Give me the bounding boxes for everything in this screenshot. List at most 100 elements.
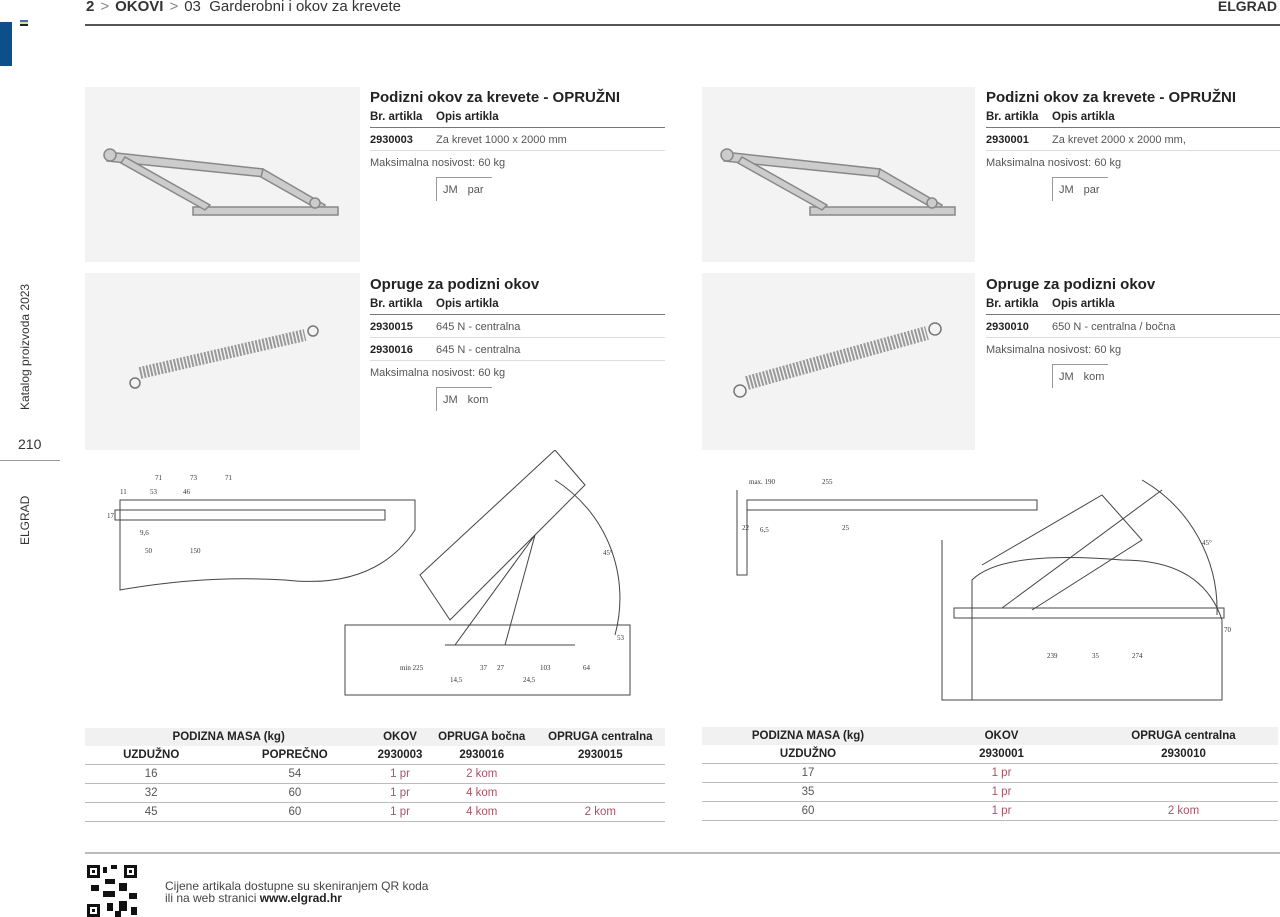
- dimension-label: 70: [1224, 626, 1232, 634]
- page-divider: [0, 460, 60, 461]
- dimension-label: 17: [107, 512, 115, 520]
- column-header: PODIZNA MASA (kg): [702, 727, 914, 745]
- dimension-label: 64: [583, 664, 591, 672]
- table-cell: 4 kom: [427, 783, 536, 803]
- footer-note: Cijene artikala dostupne su skeniranjem …: [165, 880, 428, 904]
- dimension-label: 71: [225, 474, 233, 482]
- unit-value: par: [467, 184, 484, 196]
- article-code: 2930010: [986, 321, 1029, 333]
- table-cell: [535, 764, 665, 784]
- dimension-label: 24,5: [523, 676, 536, 684]
- column-header: OPRUGA centralna: [535, 728, 665, 746]
- unit-label: JM: [443, 394, 458, 406]
- breadcrumb: 2>OKOVI>03 Garderobni i okov za krevete: [86, 0, 402, 15]
- dimension-label: 11: [120, 488, 127, 496]
- column-header: OKOV: [372, 728, 428, 746]
- product-title: Podizni okov za krevete - OPRUŽNI: [370, 89, 621, 106]
- unit-value: kom: [467, 394, 489, 406]
- table-cell: 35: [702, 782, 914, 802]
- qr-code-icon[interactable]: [87, 865, 137, 917]
- dimension-label: 53: [150, 488, 158, 496]
- table-cell: 2 kom: [535, 802, 665, 822]
- max-load-note: Maksimalna nosivost: 60 kg: [986, 344, 1122, 356]
- dimension-label: 6,5: [760, 526, 769, 534]
- column-header: OPRUGA centralna: [1089, 727, 1278, 745]
- footer-line2: ili na web stranici: [165, 891, 260, 905]
- dimension-label: min 225: [400, 664, 424, 672]
- dimension-label: 239: [1047, 652, 1058, 660]
- article-row: 2930010 650 N - centralna / bočna: [986, 315, 1280, 338]
- column-header: OKOV: [914, 727, 1089, 745]
- column-header: 2930010: [1161, 748, 1206, 760]
- unit-box: JM kom: [1052, 364, 1108, 388]
- article-description: Za krevet 1000 x 2000 mm: [436, 134, 567, 146]
- unit-label: JM: [1059, 371, 1074, 383]
- product-title: Opruge za podizni okov: [986, 276, 1156, 293]
- dimension-label: 45°: [603, 549, 613, 557]
- table-cell: [535, 783, 665, 803]
- product-image-spring: [85, 273, 360, 450]
- sidebar-brand: ELGRAD: [18, 495, 32, 545]
- bed-lift-hinge-icon: [720, 148, 956, 216]
- dimension-label: max. 190: [749, 478, 776, 486]
- product-image-spring: [702, 273, 975, 450]
- article-code: 2930001: [986, 134, 1029, 146]
- column-header: POPREČNO: [261, 749, 328, 761]
- table-cell: 1 pr: [914, 763, 1089, 783]
- column-header: UZDUŽNO: [123, 749, 180, 761]
- website-link[interactable]: www.elgrad.hr: [259, 891, 342, 905]
- breadcrumb-section[interactable]: OKOVI: [115, 0, 164, 15]
- column-header: 2930003: [377, 749, 423, 761]
- page-number: 210: [18, 436, 42, 452]
- dimension-label: 255: [822, 478, 833, 486]
- unit-label: JM: [443, 184, 458, 196]
- column-header: OPRUGA bočna: [427, 728, 536, 746]
- unit-label: JM: [1059, 184, 1074, 196]
- table-cell: 1 pr: [372, 764, 428, 784]
- breadcrumb-section-num: 2: [86, 0, 95, 15]
- footer-divider: [85, 852, 1280, 854]
- breadcrumb-subsection[interactable]: Garderobni i okov za krevete: [209, 0, 402, 15]
- dimension-label: 53: [617, 634, 625, 642]
- column-header: UZDUŽNO: [779, 748, 837, 760]
- catalog-label: Katalog proizvoda 2023: [18, 283, 32, 410]
- spring-icon: [733, 322, 942, 398]
- max-load-note: Maksimalna nosivost: 60 kg: [370, 367, 506, 379]
- article-description: 650 N - centralna / bočna: [1052, 321, 1176, 333]
- table-cell: 60: [217, 802, 373, 822]
- table-cell: 1 pr: [914, 782, 1089, 802]
- table-cell: 4 kom: [427, 802, 536, 822]
- dimension-label: 71: [155, 474, 163, 482]
- article-code: 2930016: [370, 344, 413, 356]
- product-image-hinge: [85, 87, 360, 262]
- article-code: 2930015: [370, 321, 413, 333]
- table-cell: 60: [217, 783, 373, 803]
- dimension-label: 9,6: [140, 529, 149, 537]
- dimension-label: 103: [540, 664, 551, 672]
- unit-value: kom: [1083, 371, 1105, 383]
- dimension-label: 45°: [1202, 539, 1212, 547]
- table-cell: 60: [702, 801, 914, 821]
- flag-icon: [20, 20, 28, 26]
- product-block: Podizni okov za krevete - OPRUŽNI Br. ar…: [986, 89, 1280, 201]
- product-title: Podizni okov za krevete - OPRUŽNI: [986, 89, 1237, 106]
- article-code: 2930003: [370, 134, 413, 146]
- table-cell: 1 pr: [372, 783, 428, 803]
- table-cell: [1089, 782, 1278, 802]
- table-cell: 17: [702, 763, 914, 783]
